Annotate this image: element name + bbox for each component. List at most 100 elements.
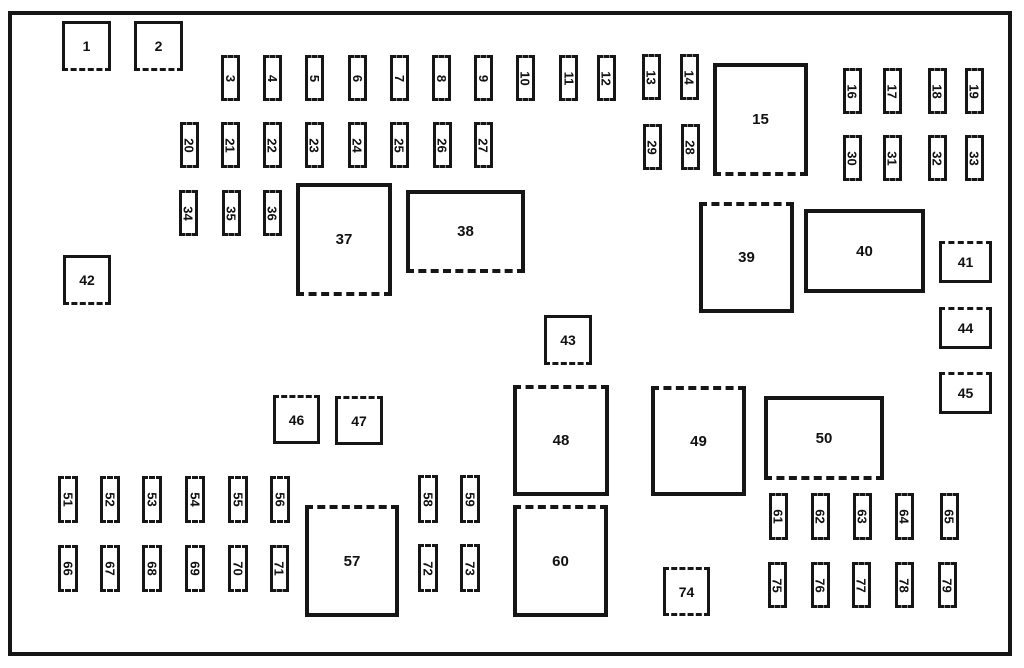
fuse-13: 13: [642, 54, 661, 100]
label-78: 78: [897, 577, 912, 593]
box-38: 38: [406, 190, 525, 273]
box-39: 39: [699, 202, 794, 313]
box-50: 50: [764, 396, 884, 480]
fuse-34: 34: [179, 190, 198, 236]
fuse-31: 31: [883, 135, 902, 181]
label-55: 55: [230, 492, 246, 507]
label-74: 74: [678, 583, 695, 600]
fuse-18: 18: [928, 68, 947, 114]
label-51: 51: [60, 492, 76, 507]
fuse-52: 52: [100, 476, 120, 523]
label-15: 15: [752, 111, 769, 128]
box-43: 43: [544, 315, 592, 365]
box-44: 44: [939, 307, 992, 349]
label-7: 7: [391, 74, 407, 82]
label-11: 11: [561, 71, 576, 85]
label-20: 20: [182, 137, 197, 153]
label-8: 8: [433, 74, 449, 82]
fuse-3: 3: [221, 55, 240, 101]
label-72: 72: [420, 560, 436, 576]
fuse-71: 71: [270, 545, 289, 592]
fuse-9: 9: [474, 55, 493, 101]
label-28: 28: [683, 139, 698, 155]
fuse-21: 21: [221, 122, 240, 168]
label-16: 16: [845, 83, 860, 99]
fuse-6: 6: [348, 55, 367, 101]
label-76: 76: [813, 577, 828, 593]
fuse-30: 30: [843, 135, 862, 181]
label-36: 36: [265, 205, 280, 221]
fuse-12: 12: [597, 55, 616, 101]
fuse-17: 17: [883, 68, 902, 114]
fuse-59: 59: [460, 475, 480, 523]
fuse-77: 77: [852, 562, 871, 608]
label-64: 64: [897, 509, 912, 524]
label-3: 3: [222, 74, 238, 82]
box-57: 57: [305, 505, 399, 617]
label-45: 45: [957, 385, 974, 401]
panel-outline: [8, 11, 1012, 656]
box-46: 46: [273, 395, 320, 444]
label-21: 21: [223, 137, 238, 153]
fuse-54: 54: [185, 476, 205, 523]
label-30: 30: [845, 150, 860, 166]
label-52: 52: [102, 492, 118, 507]
label-32: 32: [930, 150, 945, 166]
box-47: 47: [335, 396, 383, 445]
fuse-20: 20: [180, 122, 199, 168]
fuse-5: 5: [305, 55, 324, 101]
fuse-4: 4: [263, 55, 282, 101]
fuse-55: 55: [228, 476, 248, 523]
label-9: 9: [475, 74, 491, 82]
fuse-58: 58: [418, 475, 438, 523]
label-2: 2: [154, 38, 163, 54]
label-37: 37: [335, 231, 353, 248]
label-63: 63: [855, 509, 870, 524]
label-10: 10: [518, 70, 533, 86]
label-43: 43: [560, 332, 576, 348]
label-46: 46: [288, 411, 305, 428]
box-45: 45: [939, 372, 992, 414]
label-27: 27: [476, 137, 491, 153]
label-73: 73: [462, 560, 478, 576]
label-29: 29: [645, 139, 660, 155]
fuse-64: 64: [895, 493, 914, 540]
fuse-25: 25: [390, 122, 409, 168]
label-39: 39: [738, 249, 755, 266]
label-58: 58: [420, 491, 436, 507]
label-54: 54: [187, 492, 203, 507]
label-5: 5: [306, 74, 322, 82]
label-49: 49: [690, 432, 707, 450]
label-31: 31: [885, 150, 900, 166]
box-2: 2: [134, 21, 183, 71]
label-18: 18: [930, 83, 945, 99]
box-40: 40: [804, 209, 925, 293]
fuse-67: 67: [100, 545, 120, 592]
fuse-68: 68: [142, 545, 162, 592]
fuse-62: 62: [811, 493, 830, 540]
label-42: 42: [79, 272, 95, 288]
label-12: 12: [599, 70, 614, 86]
label-34: 34: [181, 205, 196, 221]
label-35: 35: [224, 205, 239, 221]
label-77: 77: [854, 577, 869, 593]
label-41: 41: [957, 254, 974, 270]
label-70: 70: [230, 561, 246, 576]
box-60: 60: [513, 505, 608, 617]
fuse-69: 69: [185, 545, 205, 592]
fuse-51: 51: [58, 476, 78, 523]
label-40: 40: [856, 242, 873, 260]
fuse-78: 78: [895, 562, 914, 608]
label-1: 1: [82, 38, 91, 54]
label-68: 68: [144, 561, 160, 576]
label-23: 23: [307, 137, 322, 153]
fuse-32: 32: [928, 135, 947, 181]
fuse-79: 79: [938, 562, 957, 608]
label-22: 22: [265, 137, 280, 153]
label-79: 79: [940, 577, 955, 593]
label-67: 67: [102, 561, 118, 576]
fuse-72: 72: [418, 544, 438, 592]
label-69: 69: [187, 561, 203, 576]
fuse-7: 7: [390, 55, 409, 101]
label-4: 4: [264, 74, 280, 82]
